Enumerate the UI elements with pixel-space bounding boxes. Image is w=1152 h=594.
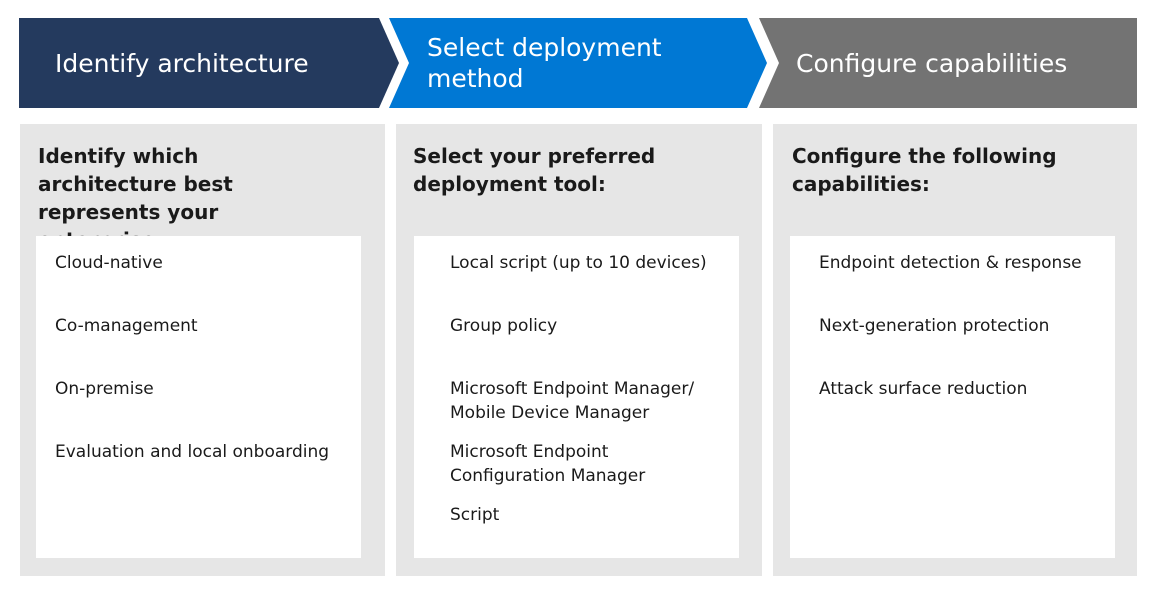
panel-architecture: Identify which architecture best represe… <box>20 124 385 576</box>
list-item: Cloud-native <box>55 253 163 273</box>
step-label: Select deployment method <box>427 33 662 93</box>
step-label: Configure capabilities <box>796 48 1068 78</box>
list-item: Microsoft Endpoint Configuration Manager <box>450 442 646 486</box>
panel-heading: Select your preferred deployment tool: <box>413 144 656 196</box>
panel-heading: Configure the following capabilities: <box>792 144 1057 196</box>
process-steps-bar: Identify architecture Select deployment … <box>0 0 1152 110</box>
list-item: Local script (up to 10 devices) <box>450 253 707 273</box>
panel-deployment-tool: Select your preferred deployment tool: L… <box>396 124 762 576</box>
list-item: Next-generation protection <box>819 316 1050 336</box>
step-label: Identify architecture <box>55 48 309 78</box>
deployment-tool-list: Local script (up to 10 devices) Group po… <box>414 236 739 558</box>
architecture-options-list: Cloud-native Co-management On-premise Ev… <box>36 236 361 558</box>
step-configure-capabilities: Configure capabilities <box>759 18 1137 108</box>
list-item: Evaluation and local onboarding <box>55 442 330 462</box>
list-item: Endpoint detection & response <box>819 253 1082 273</box>
list-item: Microsoft Endpoint Manager/ Mobile Devic… <box>450 379 695 423</box>
panel-capabilities: Configure the following capabilities: En… <box>773 124 1137 576</box>
list-item: On-premise <box>55 379 154 399</box>
capabilities-list: Endpoint detection & response Next-gener… <box>790 236 1115 558</box>
list-item: Attack surface reduction <box>819 379 1028 399</box>
panel-heading: Identify which architecture best represe… <box>38 144 233 252</box>
list-item: Co-management <box>55 316 198 336</box>
step-select-deployment-method: Select deployment method <box>389 18 767 108</box>
step-identify-architecture: Identify architecture <box>19 18 399 108</box>
list-item: Group policy <box>450 316 558 336</box>
list-item: Script <box>450 505 500 525</box>
